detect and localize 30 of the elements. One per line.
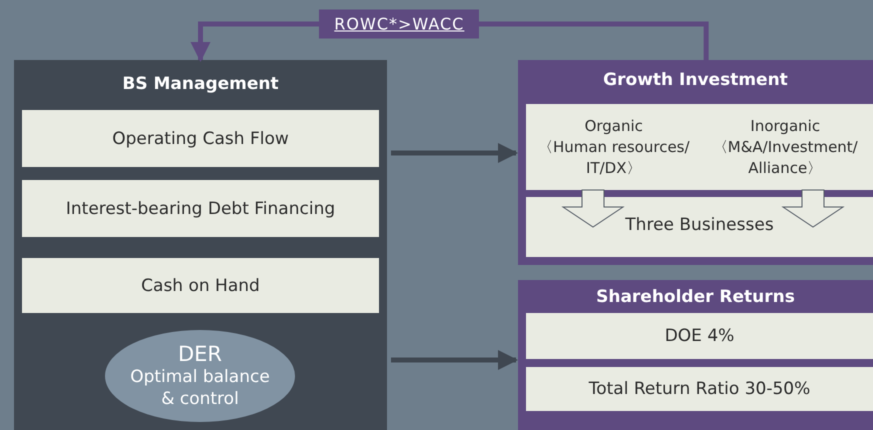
- panel-heading: BS Management: [121, 73, 280, 94]
- text-box: [526, 104, 873, 190]
- ellipse-text: Optimal balance & control: [129, 366, 271, 410]
- detail-text: 〈Human resources/ IT/DX〉: [536, 136, 691, 178]
- block-arrow: [781, 190, 845, 228]
- panel-background: [518, 280, 873, 430]
- block-arrow: [561, 190, 625, 228]
- text-box: [22, 180, 379, 237]
- box-label: Total Return Ratio 30-50%: [588, 379, 810, 399]
- text-box: [526, 367, 873, 411]
- arrow: [391, 143, 518, 163]
- panel-heading: Shareholder Returns: [595, 286, 796, 307]
- edge-label: ROWC*>WACC: [319, 10, 480, 38]
- ellipse-title: DER: [178, 342, 222, 366]
- box-label: Cash on Hand: [141, 276, 260, 296]
- detail-text: 〈M&A/Investment/ Alliance〉: [712, 136, 859, 178]
- text-box: [526, 313, 873, 359]
- panel-background: [518, 60, 873, 265]
- category-label: Inorganic: [749, 116, 822, 136]
- box-label: Interest-bearing Debt Financing: [66, 198, 336, 218]
- text-box: [22, 258, 379, 313]
- text-box: [526, 197, 873, 257]
- text-box: [22, 110, 379, 167]
- panel-background: [14, 60, 387, 430]
- category-label: Organic: [584, 116, 644, 136]
- panel-heading: Growth Investment: [602, 69, 789, 90]
- box-label: Three Businesses: [625, 215, 774, 235]
- box-label: Operating Cash Flow: [112, 128, 289, 148]
- box-label: DOE 4%: [664, 326, 734, 346]
- arrow: [391, 350, 518, 370]
